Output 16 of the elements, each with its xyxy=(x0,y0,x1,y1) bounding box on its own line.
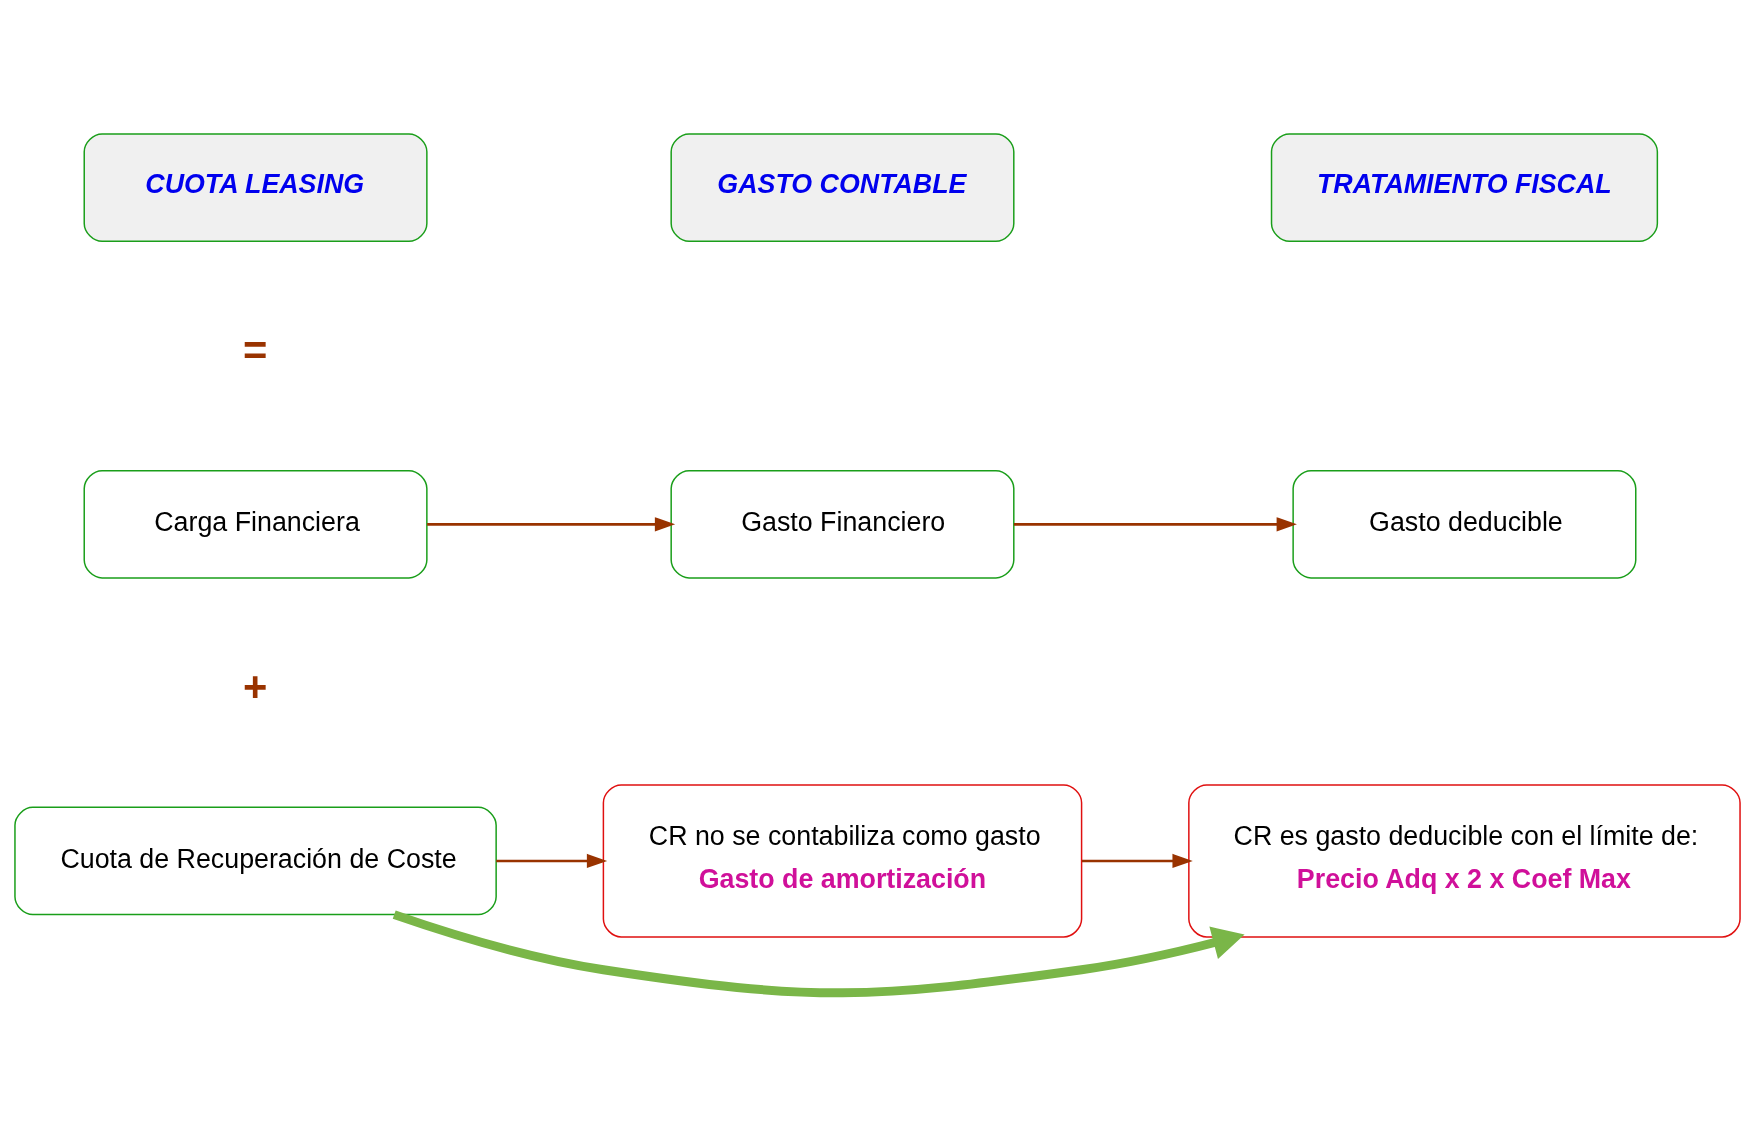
node-box: CR es gasto deducible con el límite de: Precio Adq x 2 x Coef Max xyxy=(1187,784,1741,938)
node-box: Gasto Financiero xyxy=(669,469,1015,579)
label: = xyxy=(242,326,267,374)
node-box: Cuota de Recuperación de Coste xyxy=(13,806,497,916)
arrow xyxy=(392,910,1245,998)
arrow xyxy=(1013,517,1297,532)
arrow xyxy=(1081,853,1193,869)
label: + xyxy=(242,663,267,711)
node-box: Gasto deducible xyxy=(1291,469,1636,579)
node-box: GASTO CONTABLE xyxy=(669,133,1015,242)
node-box: CR no se contabiliza como gasto Gasto de amortización xyxy=(602,784,1082,938)
node-box: CUOTA LEASING xyxy=(83,133,428,242)
arrow xyxy=(426,517,675,532)
node-box: Carga Financiera xyxy=(83,469,428,579)
arrow xyxy=(495,853,607,869)
node-box: TRATAMIENTO FISCAL xyxy=(1270,133,1658,242)
